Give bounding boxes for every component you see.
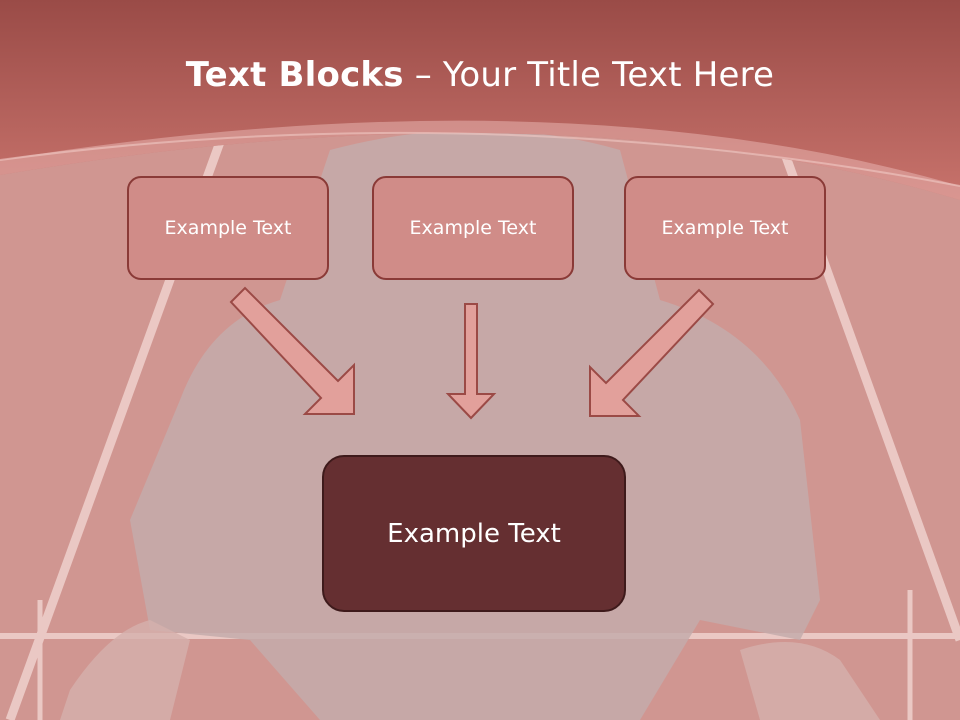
title-rest: Your Title Text Here xyxy=(442,55,775,95)
text-block-main-label: Example Text xyxy=(387,518,561,549)
title-separator: – xyxy=(403,55,443,95)
slide-title: Text Blocks – Your Title Text Here xyxy=(0,52,960,98)
text-block-left[interactable]: Example Text xyxy=(127,176,329,280)
text-block-right[interactable]: Example Text xyxy=(624,176,826,280)
text-block-main[interactable]: Example Text xyxy=(322,455,626,612)
hands xyxy=(60,620,880,720)
text-block-right-label: Example Text xyxy=(661,217,789,239)
text-block-center[interactable]: Example Text xyxy=(372,176,574,280)
text-block-left-label: Example Text xyxy=(164,217,292,239)
title-bold: Text Blocks xyxy=(185,55,404,95)
header-band xyxy=(0,0,960,200)
arrow-down xyxy=(445,303,497,420)
arrow-left-down-right xyxy=(229,286,355,415)
header-arc-highlight xyxy=(0,120,960,200)
text-block-center-label: Example Text xyxy=(409,217,537,239)
arrow-right-down-left xyxy=(589,288,715,417)
